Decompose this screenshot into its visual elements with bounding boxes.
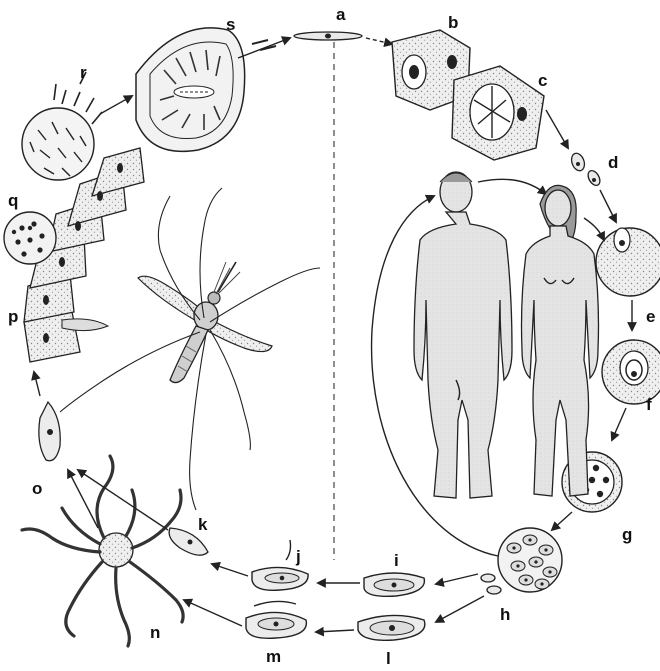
stage-d-merozoites (569, 151, 602, 187)
label-o: o (32, 479, 42, 498)
label-c: c (538, 71, 547, 90)
stage-l-gametocyte (358, 615, 425, 640)
label-a: a (336, 5, 346, 24)
stage-e-erythrocyte-invasion (596, 228, 660, 296)
label-f: f (646, 395, 652, 414)
label-s: s (226, 15, 235, 34)
stage-m-macrogametocyte (246, 601, 306, 638)
stage-r-rupturing-oocyst (22, 72, 102, 180)
label-h: h (500, 605, 510, 624)
stage-i-gametocyte (364, 573, 424, 596)
label-d: d (608, 153, 618, 172)
transmission-arrow (478, 179, 546, 194)
stage-a-sporozoite (294, 32, 362, 40)
label-j: j (295, 547, 301, 566)
label-m: m (266, 647, 281, 666)
stage-o-ookinete (39, 402, 60, 461)
stage-h-rupturing-schizont (481, 528, 562, 594)
label-q: q (8, 191, 18, 210)
human-male-icon (414, 172, 512, 498)
label-l: l (386, 649, 391, 668)
label-b: b (448, 13, 458, 32)
label-e: e (646, 307, 655, 326)
stage-c-liver-cell-schizont (452, 66, 544, 160)
label-g: g (622, 525, 632, 544)
label-n: n (150, 623, 160, 642)
stage-s-salivary-gland (136, 28, 245, 152)
human-female-icon (522, 185, 599, 496)
stage-n-exflagellation (22, 456, 183, 646)
label-k: k (198, 515, 208, 534)
label-r: r (80, 63, 87, 82)
stage-q-oocyst (4, 212, 56, 264)
label-p: p (8, 307, 18, 326)
label-i: i (394, 551, 399, 570)
